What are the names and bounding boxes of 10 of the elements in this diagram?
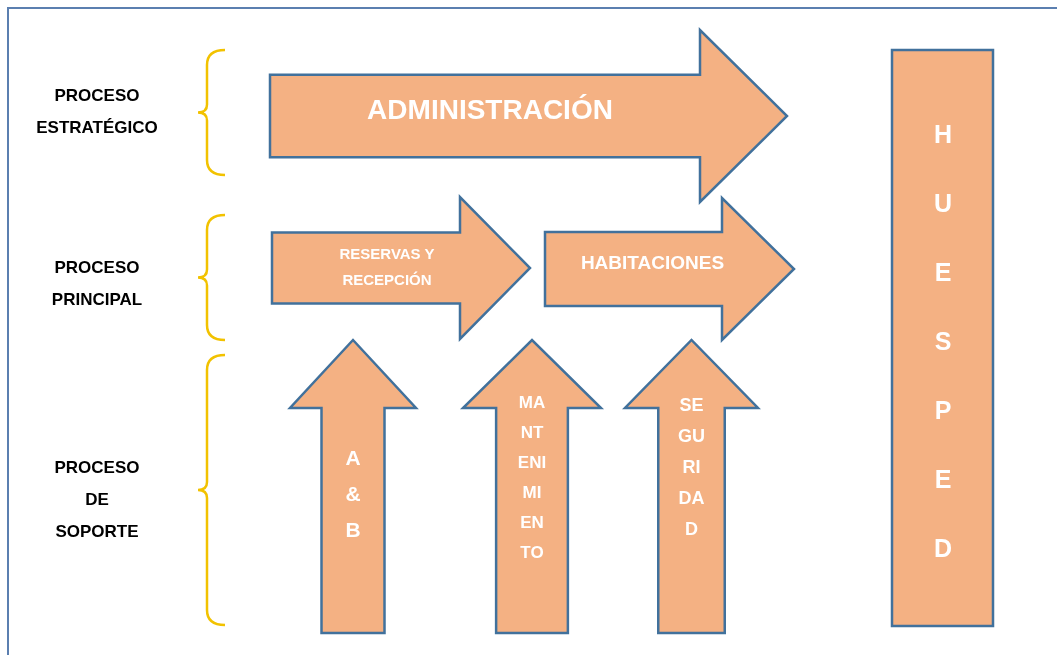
process-label: ADMINISTRACIÓN: [366, 93, 614, 127]
process-level-label: PROCESO PRINCIPAL: [50, 257, 144, 311]
process-label: MANTENIMIENTO: [517, 392, 547, 564]
process-level-label: PROCESO DE SOPORTE: [53, 457, 141, 543]
process-label: HUESPED: [932, 119, 954, 564]
process-label: RESERVAS Y RECEPCIÓN: [338, 244, 436, 290]
process-level-label: PROCESO ESTRATÉGICO: [35, 85, 159, 139]
process-label: A&B: [344, 445, 362, 543]
process-label: SEGURIDAD: [677, 394, 706, 541]
process-label: HABITACIONES: [579, 251, 726, 275]
